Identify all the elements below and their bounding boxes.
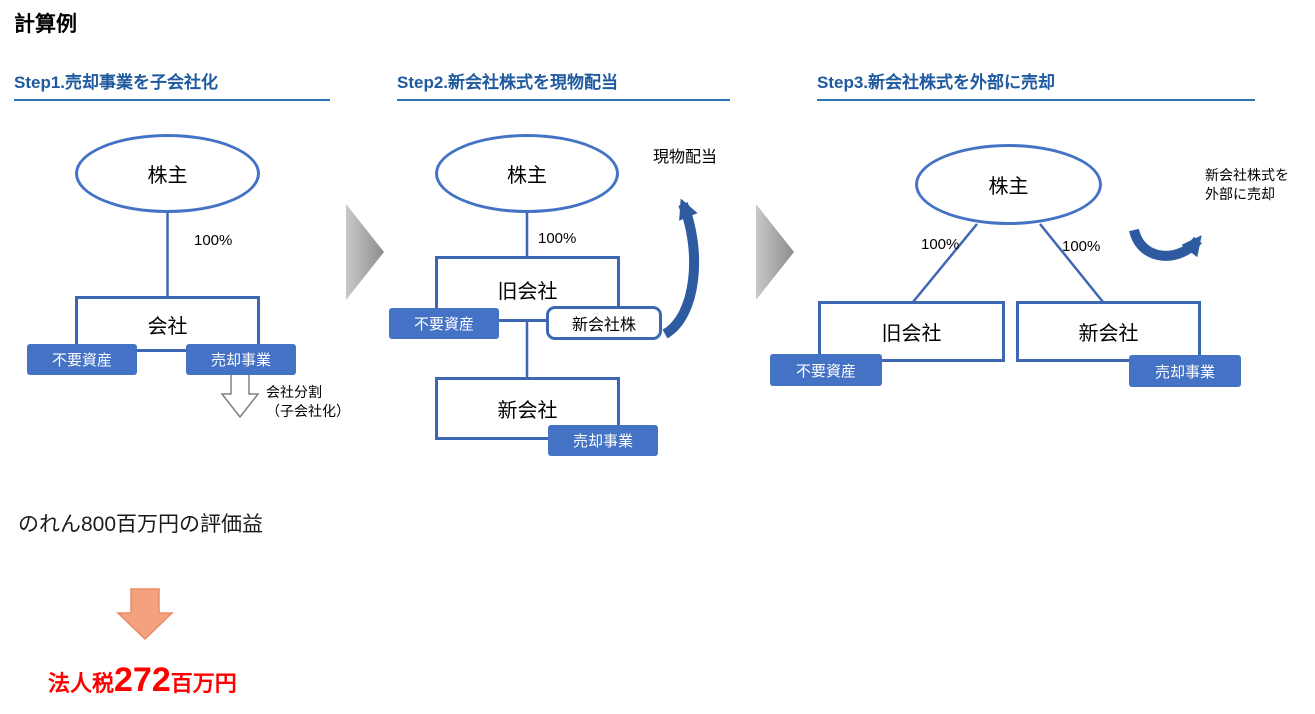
step3-new-company-box: 新会社 bbox=[1016, 301, 1201, 362]
corporate-tax-prefix: 法人税 bbox=[48, 671, 115, 696]
step2-unnecessary-assets-chip: 不要資産 bbox=[389, 308, 499, 339]
dividend-in-kind-arrow bbox=[662, 198, 700, 339]
result-down-arrow bbox=[116, 588, 174, 641]
step2-unnecessary-assets-label: 不要資産 bbox=[413, 316, 474, 333]
goodwill-valuation-text: のれん800百万円の評価益 bbox=[18, 513, 264, 536]
step1-company-label: 会社 bbox=[147, 315, 188, 338]
step2-dividend-note: 現物配当 bbox=[653, 149, 718, 166]
step3-sale-note-line1: 新会社株式を bbox=[1205, 167, 1289, 183]
step2-new-company-label: 新会社 bbox=[497, 400, 558, 422]
step3-sale-business-label: 売却事業 bbox=[1154, 363, 1215, 381]
step1-split-note-line2: （子会社化） bbox=[266, 403, 350, 419]
step3-shareholder-ellipse: 株主 bbox=[915, 144, 1102, 225]
step3-ownership-left-label: 100% bbox=[921, 236, 960, 253]
step3-sale-note-line2: 外部に売却 bbox=[1205, 186, 1275, 202]
step2-old-company-label: 旧会社 bbox=[497, 280, 558, 303]
step3-heading: Step3.新会社株式を外部に売却 bbox=[817, 68, 1255, 101]
step1-sale-business-chip: 売却事業 bbox=[186, 344, 296, 375]
step1-ownership-label: 100% bbox=[194, 232, 233, 249]
page-title: 計算例 bbox=[14, 13, 77, 36]
step2-shareholder-label: 株主 bbox=[507, 165, 547, 187]
step3-unnecessary-assets-chip: 不要資産 bbox=[770, 354, 882, 386]
step2-ownership-label: 100% bbox=[538, 230, 577, 247]
external-sale-arrow bbox=[1129, 228, 1202, 261]
step3-connector-line-right bbox=[1039, 223, 1104, 303]
step1-split-note: 会社分割 （子会社化） bbox=[266, 383, 350, 421]
step1-heading: Step1.売却事業を子会社化 bbox=[14, 68, 330, 101]
corporate-tax-amount: 272 bbox=[114, 661, 171, 699]
chevron-step1-to-step2 bbox=[346, 204, 384, 300]
step2-shareholder-ellipse: 株主 bbox=[435, 134, 619, 213]
corporate-tax-text: 法人税272百万円 bbox=[48, 661, 237, 700]
step3-old-company-label: 旧会社 bbox=[881, 323, 942, 345]
corporate-tax-suffix: 百万円 bbox=[170, 671, 237, 696]
step3-sale-note: 新会社株式を 外部に売却 bbox=[1205, 166, 1289, 204]
step1-company-box: 会社 bbox=[75, 296, 260, 352]
step2-sale-business-chip: 売却事業 bbox=[548, 425, 658, 456]
step3-ownership-right-label: 100% bbox=[1062, 238, 1101, 255]
step1-unnecessary-assets-chip: 不要資産 bbox=[27, 344, 137, 375]
step3-unnecessary-assets-label: 不要資産 bbox=[795, 362, 856, 380]
step3-old-company-box: 旧会社 bbox=[818, 301, 1005, 362]
step1-sale-business-label: 売却事業 bbox=[210, 352, 271, 369]
step2-sale-business-label: 売却事業 bbox=[572, 433, 633, 450]
company-split-down-arrow bbox=[220, 370, 260, 419]
step3-sale-business-chip: 売却事業 bbox=[1129, 355, 1241, 387]
step3-shareholder-label: 株主 bbox=[988, 176, 1029, 198]
chevron-step2-to-step3 bbox=[756, 204, 794, 300]
step1-shareholder-label: 株主 bbox=[147, 165, 188, 187]
step1-split-note-line1: 会社分割 bbox=[266, 384, 322, 400]
step2-heading: Step2.新会社株式を現物配当 bbox=[397, 68, 730, 101]
step3-new-company-label: 新会社 bbox=[1078, 323, 1139, 345]
step1-unnecessary-assets-label: 不要資産 bbox=[51, 352, 112, 369]
step1-shareholder-ellipse: 株主 bbox=[75, 134, 260, 213]
step2-new-company-shares-chip: 新会社株 bbox=[546, 306, 662, 340]
step2-new-company-shares-label: 新会社株 bbox=[571, 317, 636, 334]
